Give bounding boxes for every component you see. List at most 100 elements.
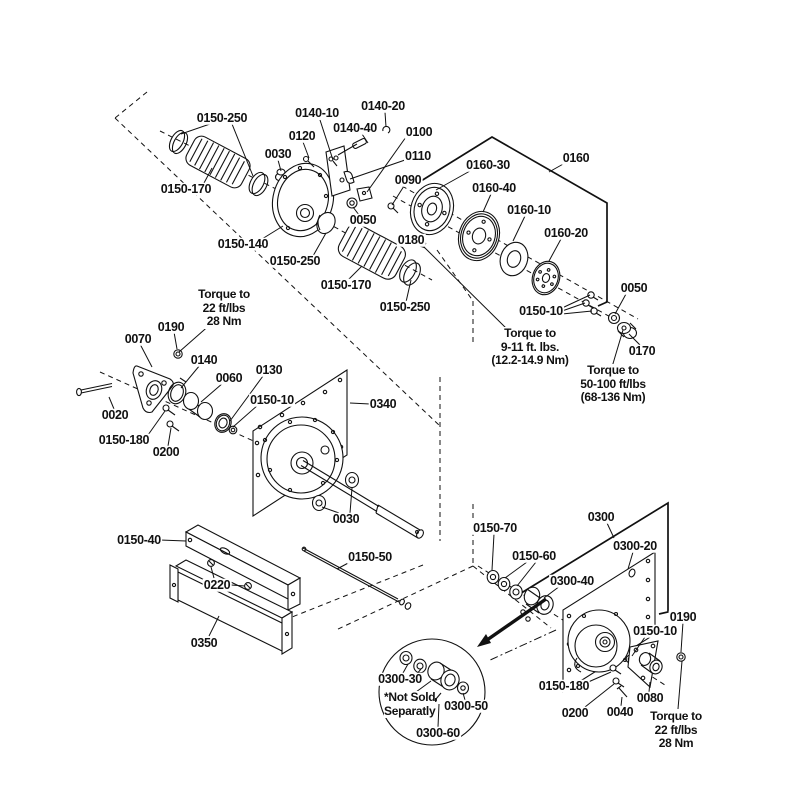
pin-0040 xyxy=(616,685,628,698)
part-label-0340: 0340 xyxy=(368,396,398,411)
part-label-0170: 0170 xyxy=(627,343,657,358)
bellows-boot-lower xyxy=(337,223,406,280)
washer-0050-right xyxy=(607,311,621,325)
bolt-0020 xyxy=(76,382,113,397)
part-label-0200: 0200 xyxy=(560,705,590,720)
part-label-0300-20: 0300-20 xyxy=(612,538,658,553)
part-label-0150-250: 0150-250 xyxy=(195,110,249,125)
part-label-0140-20: 0140-20 xyxy=(360,98,406,113)
lever-0110 xyxy=(343,170,355,184)
nut-0150-10-mid xyxy=(228,425,238,435)
part-label-0020: 0020 xyxy=(100,407,130,422)
part-label-0300-30: 0300-30 xyxy=(377,671,423,686)
detail-circle xyxy=(378,638,486,746)
part-label-0100: 0100 xyxy=(404,124,434,139)
part-label-0140-10: 0140-10 xyxy=(294,105,340,120)
impeller-housing-0300 xyxy=(567,609,631,673)
part-label-0190: 0190 xyxy=(156,319,186,334)
group-bracket-0160 xyxy=(420,136,608,307)
part-label-0150-170: 0150-170 xyxy=(159,181,213,196)
shift-rod-and-pin xyxy=(337,125,391,156)
part-label-0150-50: 0150-50 xyxy=(347,549,393,564)
part-label-0150-180: 0150-180 xyxy=(537,678,591,693)
frame-bracket-0150-40 xyxy=(184,524,302,611)
part-label-0150-250: 0150-250 xyxy=(378,299,432,314)
bearing-0130 xyxy=(214,413,232,433)
screw-0150-180-bottom xyxy=(609,664,622,675)
part-label-0070: 0070 xyxy=(123,331,153,346)
washers-0150-70-60 xyxy=(486,569,523,600)
part-label-0040: 0040 xyxy=(605,704,635,719)
part-label-0120: 0120 xyxy=(287,128,317,143)
part-label-0150-250: 0150-250 xyxy=(268,253,322,268)
part-label-0160-10: 0160-10 xyxy=(506,202,552,217)
flange-0070 xyxy=(132,365,174,414)
part-label-0200: 0200 xyxy=(151,444,181,459)
part-label-0150-180: 0150-180 xyxy=(97,432,151,447)
boot-cap xyxy=(316,211,336,235)
pulley-0160-40 xyxy=(457,210,501,262)
part-label-0180: 0180 xyxy=(396,232,426,247)
part-label-0350: 0350 xyxy=(189,635,219,650)
part-label-0030: 0030 xyxy=(263,146,293,161)
locknut-0170 xyxy=(616,321,638,340)
part-label-0140: 0140 xyxy=(189,352,219,367)
bearing-bracket-0080 xyxy=(627,640,663,689)
detail-arrow xyxy=(477,597,547,647)
screw-0150-180-mid xyxy=(162,404,176,416)
clamp-ring-mid xyxy=(248,171,269,197)
part-label-0220: 0220 xyxy=(202,577,232,592)
part-label-0160-30: 0160-30 xyxy=(465,157,511,172)
leader-lines xyxy=(108,111,684,728)
part-label-0140-40: 0140-40 xyxy=(332,120,378,135)
screw-0200-mid xyxy=(166,420,180,432)
part-label-0150-40: 0150-40 xyxy=(116,532,162,547)
nut-0190-mid xyxy=(173,349,183,359)
part-label-0090: 0090 xyxy=(393,172,423,187)
part-label-0190: 0190 xyxy=(668,609,698,624)
part-label-0150-60: 0150-60 xyxy=(511,548,557,563)
group-bracket-0300 xyxy=(517,501,669,615)
disc-0160-20 xyxy=(531,260,561,296)
bolt-0090 xyxy=(387,202,399,214)
drive-pulley-0160-30 xyxy=(409,182,455,236)
part-label-0110: 0110 xyxy=(404,148,432,163)
bolt-0120 xyxy=(302,155,315,168)
part-label-0160: 0160 xyxy=(561,150,591,165)
flat-ring-0160-10 xyxy=(499,241,529,277)
part-label-0150-70: 0150-70 xyxy=(472,520,518,535)
part-label-0080: 0080 xyxy=(635,690,665,705)
part-label-0130: 0130 xyxy=(254,362,284,377)
part-label-0050: 0050 xyxy=(348,212,378,227)
carriage-bolts-0150-10 xyxy=(582,291,602,317)
part-label-0160-20: 0160-20 xyxy=(543,225,589,240)
part-label-0030: 0030 xyxy=(331,511,361,526)
axle-shaft xyxy=(300,460,424,539)
nut-0190-bottom xyxy=(676,652,686,662)
bellows-boot-upper xyxy=(185,135,251,189)
part-label-0050: 0050 xyxy=(619,280,649,295)
frame-bracket-0350 xyxy=(169,559,294,655)
rod-0150-50 xyxy=(301,546,412,610)
part-label-0150-140: 0150-140 xyxy=(216,236,270,251)
clamp-ring-lower xyxy=(399,259,421,286)
part-label-0060: 0060 xyxy=(214,370,244,385)
part-label-0300-40: 0300-40 xyxy=(549,573,595,588)
washer-0050-upper xyxy=(346,197,358,209)
part-label-0150-170: 0150-170 xyxy=(319,277,373,292)
part-label-0300-50: 0300-50 xyxy=(443,698,489,713)
part-label-0300-60: 0300-60 xyxy=(415,725,461,740)
spacer-0060 xyxy=(182,391,214,421)
part-label-0160-40: 0160-40 xyxy=(471,180,517,195)
latch-plate-0100 xyxy=(356,186,373,202)
part-label-0300: 0300 xyxy=(586,509,616,524)
part-label-0150-10: 0150-10 xyxy=(632,623,678,638)
part-label-0150-10: 0150-10 xyxy=(518,303,564,318)
